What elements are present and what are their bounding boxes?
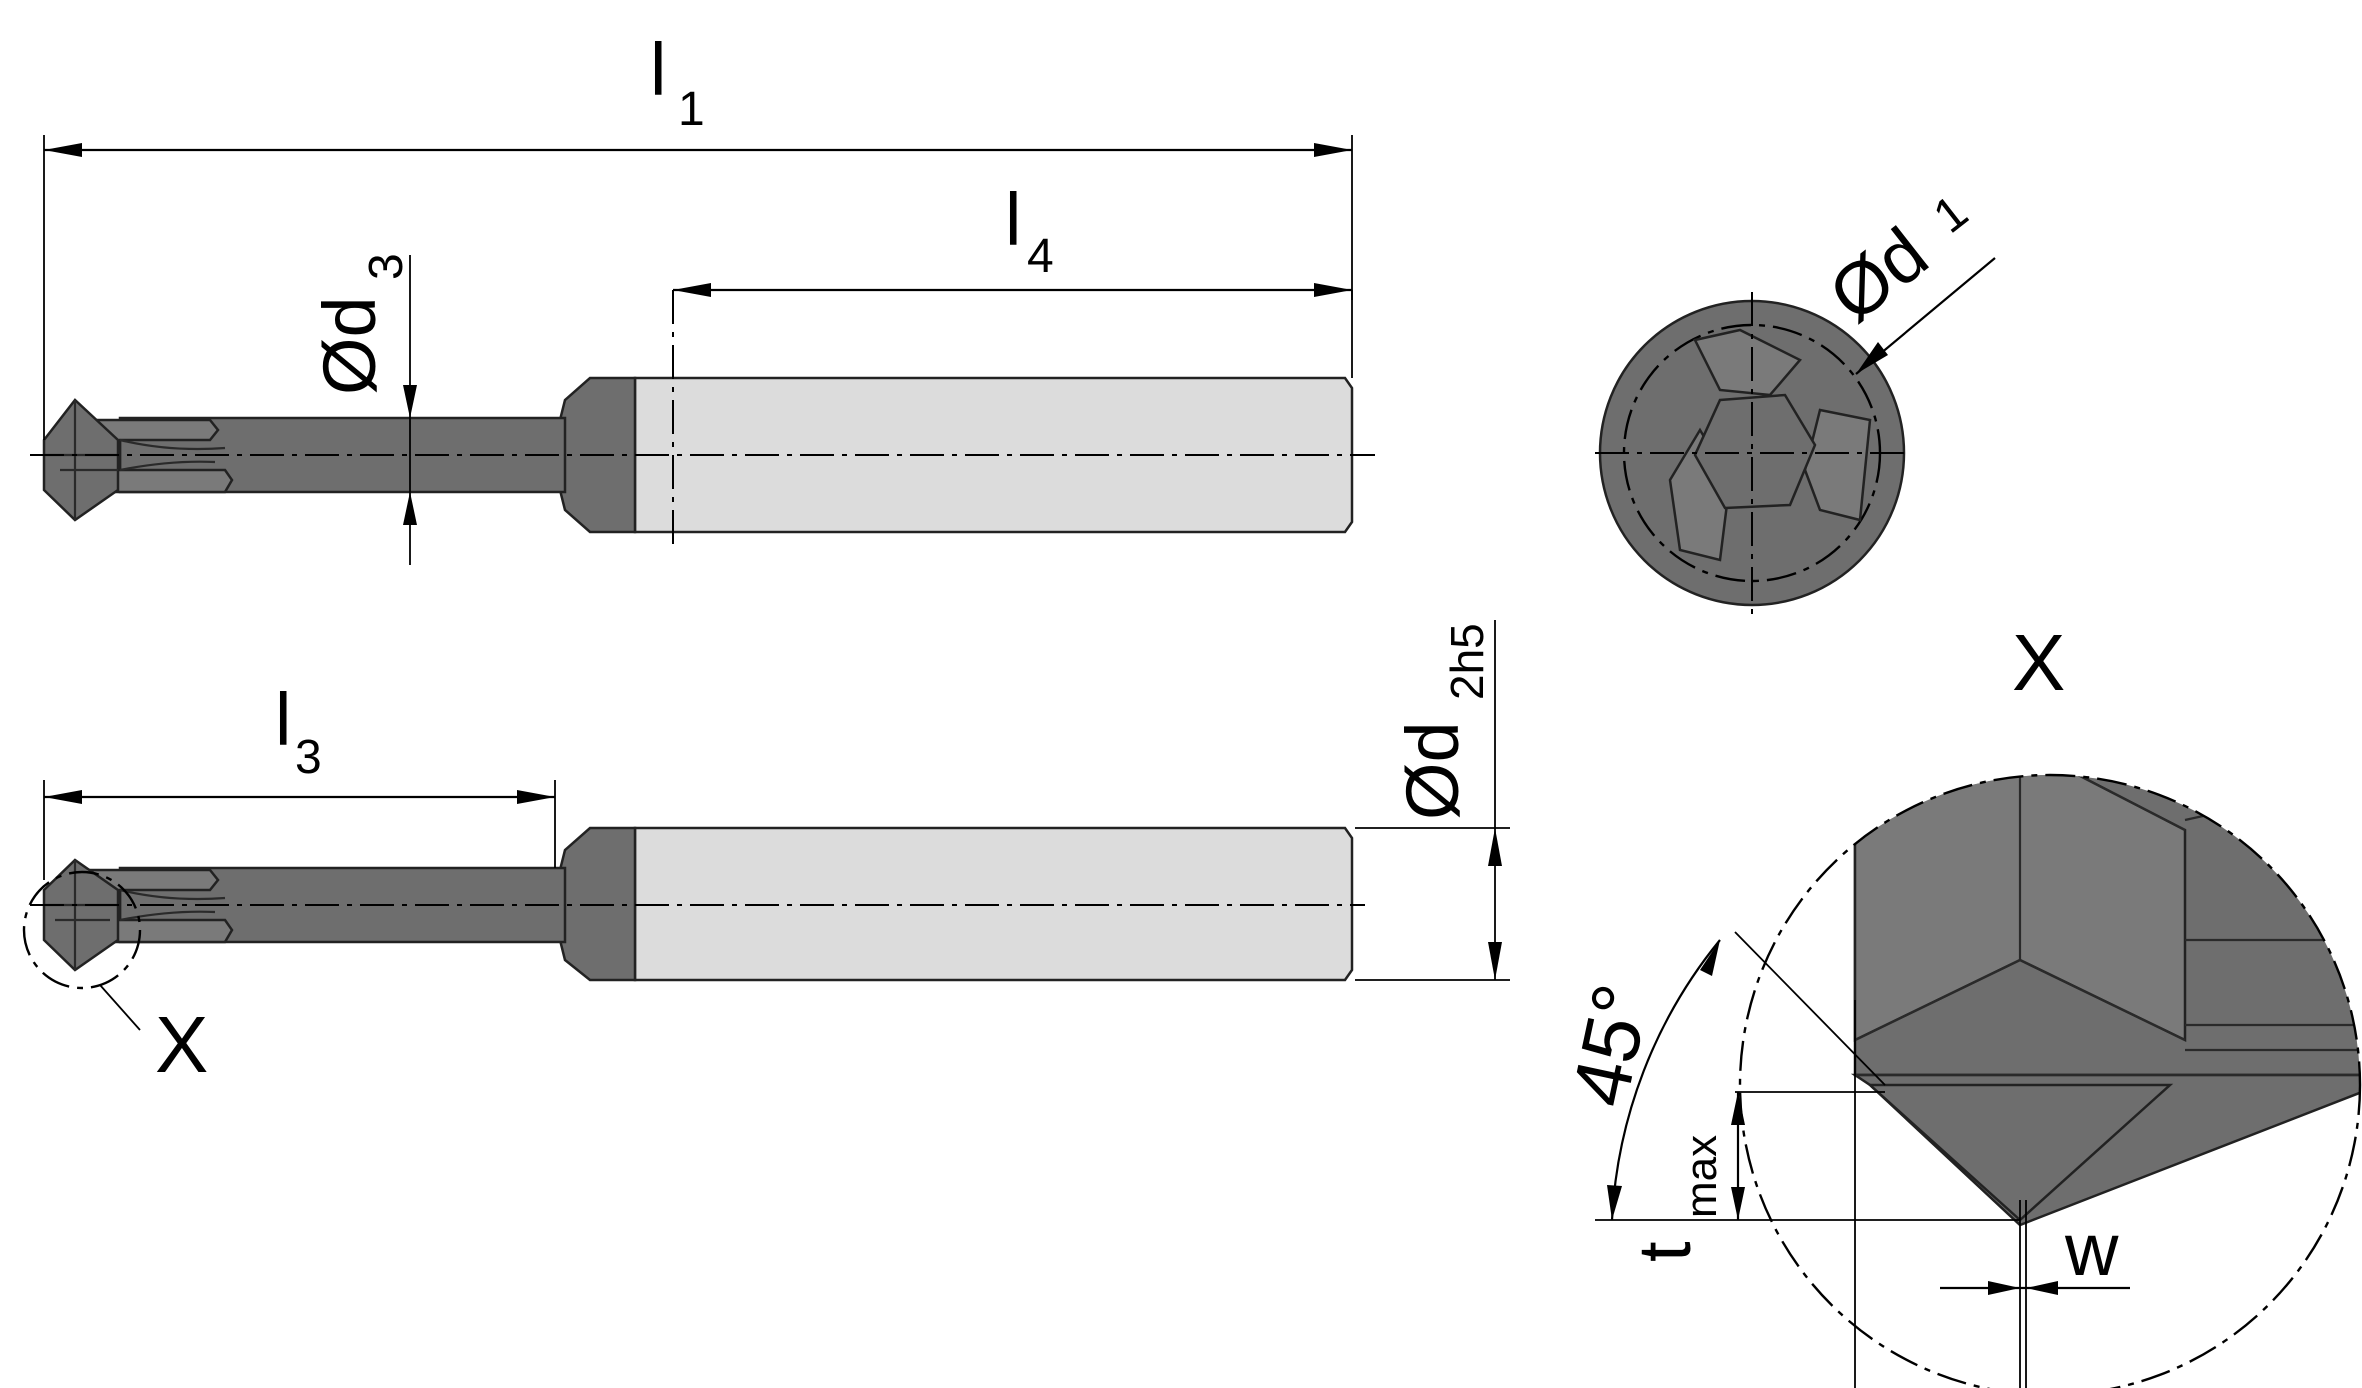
l1-label: l xyxy=(650,28,666,111)
end-view-core xyxy=(1693,393,1817,510)
l3-label: l xyxy=(275,678,291,761)
top-tool-view xyxy=(42,290,1354,548)
dimension-d2: Ød 2h5 xyxy=(1355,620,1510,981)
dimension-l1: l 1 xyxy=(43,28,1353,440)
l1-subscript: 1 xyxy=(678,83,705,136)
d3-label: Ød xyxy=(308,296,391,395)
dimension-d3: Ød 3 xyxy=(308,253,417,565)
d1-subscript: 1 xyxy=(1924,185,1978,243)
top-tool-tip xyxy=(42,398,120,522)
d2-label: Ød xyxy=(1391,721,1474,820)
x-callout-label: X xyxy=(155,1000,208,1089)
dimension-w: w xyxy=(1940,1208,2130,1295)
dimension-l4: l 4 xyxy=(673,178,1353,300)
l4-label: l xyxy=(1005,178,1021,261)
angle-label: 45° xyxy=(1555,977,1667,1114)
w-label: w xyxy=(2064,1208,2119,1291)
l3-subscript: 3 xyxy=(295,731,322,784)
end-view xyxy=(1595,292,1912,615)
dimension-tmax: t max xyxy=(1595,1091,2020,1262)
end-view-flute-top xyxy=(1693,328,1802,397)
tmax-subscript: max xyxy=(1677,1135,1726,1218)
d3-subscript: 3 xyxy=(360,253,413,280)
d2-subscript: 2h5 xyxy=(1441,623,1493,700)
detail-x-callout: X xyxy=(22,870,208,1089)
l4-subscript: 4 xyxy=(1027,230,1054,283)
detail-x-title: X xyxy=(2012,618,2065,707)
dimension-l3: l 3 xyxy=(43,678,556,880)
tmax-label: t xyxy=(1623,1241,1706,1262)
